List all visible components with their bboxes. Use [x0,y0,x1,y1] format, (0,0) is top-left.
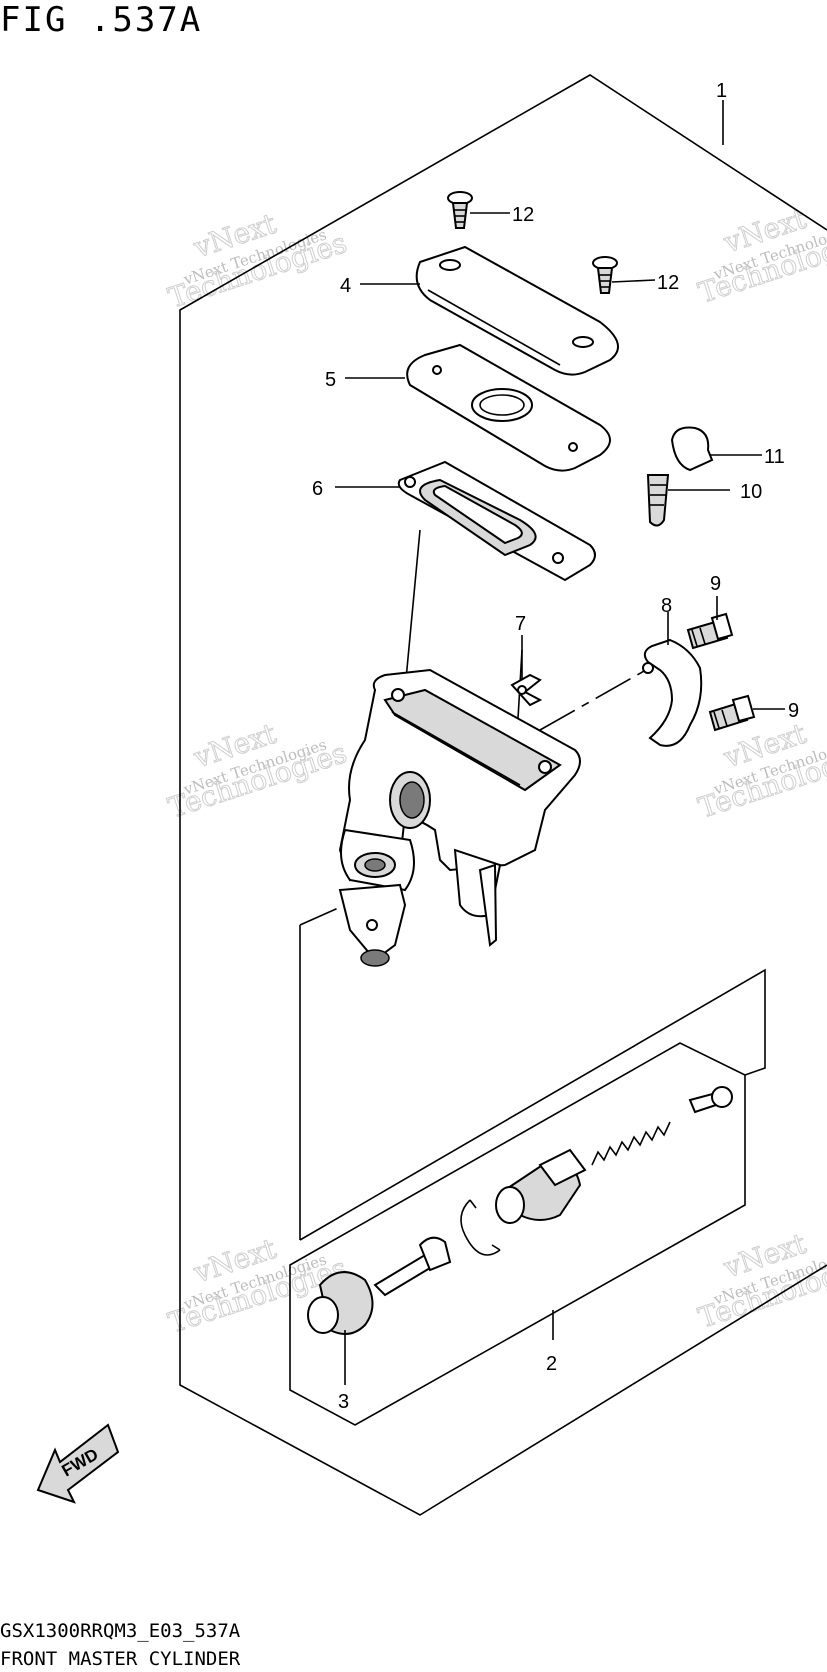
callout-1: 1 [716,80,727,102]
watermark-mid-left: vNext vNext Technologies Technologies [164,716,351,825]
master-cylinder-body [338,668,581,967]
callout-10: 10 [740,481,762,503]
callout-11: 11 [764,446,785,468]
clip-part-7 [510,673,543,707]
guide-line-clamp [539,661,661,731]
assembly-frame-outline [179,74,827,1516]
callout-4: 4 [340,275,351,297]
kit-dash-line [299,904,346,926]
screw-part-12a [447,191,473,229]
spring [591,1121,671,1166]
fwd-arrow: FWD [36,1423,120,1504]
bleeder-valve-part-10 [646,474,670,527]
figure-title: FIG .537A [0,0,203,40]
bleeder-cap-part-11 [670,426,714,472]
kit-guide-lines-2 [299,968,766,1241]
diaphragm-part-6 [397,460,596,582]
callout-7: 7 [515,613,526,635]
screw-part-12b [592,256,618,294]
reservoir-cap-part-4 [415,245,619,376]
callout-12b: 12 [657,272,679,294]
guide-line-left [404,529,421,691]
diaphragm-plate-part-5 [406,343,611,472]
watermark-top-right: vNext vNext Technologies Technologies [694,201,827,310]
callout-9a: 9 [710,573,721,595]
callout-8: 8 [661,595,672,617]
leader-lines [335,100,785,1385]
watermark-bottom-right: vNext vNext Technologies Technologies [694,1226,827,1335]
footer-code: GSX1300RRQM3_E03_537A [0,1620,241,1642]
piston-kit-internals [307,1086,733,1335]
callout-12a: 12 [512,204,534,226]
callout-labels: 1 2 3 4 5 6 7 8 9 9 10 11 12 12 [312,80,799,1413]
clamp-bolt-part-9b [708,694,756,732]
clamp-part-8 [642,638,703,747]
callout-5: 5 [325,369,336,391]
circlip [460,1199,501,1256]
footer-caption: FRONT MASTER CYLINDER [0,1648,241,1670]
clamp-bolt-part-9a [686,612,734,650]
watermark-top-left: vNext vNext Technologies Technologies [164,206,351,315]
callout-2: 2 [546,1353,557,1375]
callout-3: 3 [338,1391,349,1413]
piston-kit-frame [289,1042,746,1426]
callout-9b: 9 [788,700,799,722]
callout-6: 6 [312,478,323,500]
